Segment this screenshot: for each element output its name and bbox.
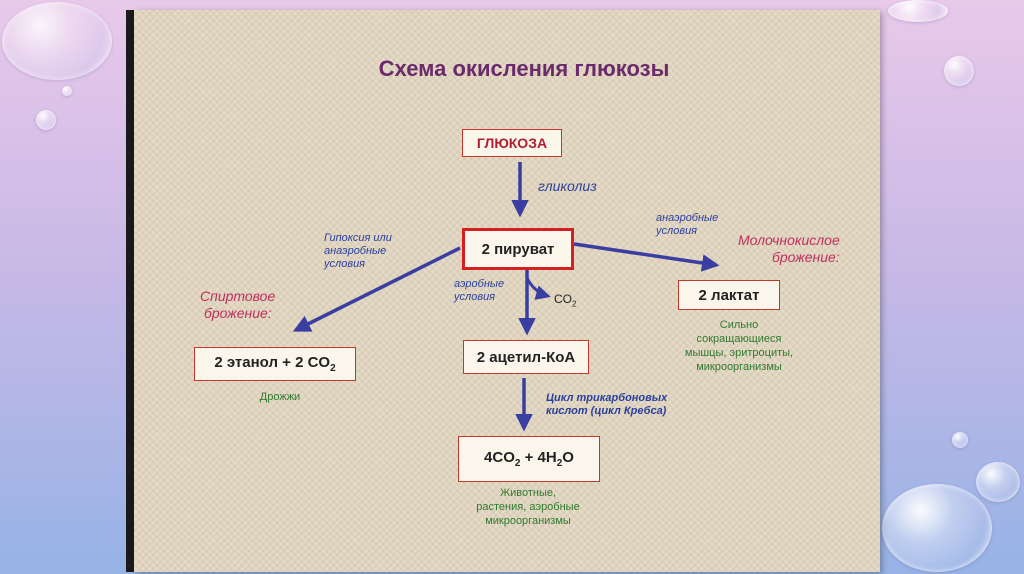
bubble-decoration	[976, 462, 1020, 502]
ethanol-box: 2 этанол + 2 CO2	[194, 347, 356, 381]
bubble-decoration	[888, 0, 948, 22]
ethanol-text: 2 этанол + 2 CO	[214, 354, 331, 371]
anaerobic-right-line-1: анаэробные	[656, 212, 719, 224]
pyruvate-box: 2 пируват	[462, 228, 574, 270]
lactate-org-line-1: Сильно	[719, 319, 759, 331]
lactic-fermentation-label: Молочнокислое брожение:	[732, 232, 840, 266]
hypoxia-label: Гипоксия или анаэробные условия	[324, 232, 392, 271]
hypoxia-line-3: условия	[324, 258, 366, 270]
aerobic-label: аэробные условия	[454, 278, 504, 304]
lactate-box: 2 лактат	[678, 280, 780, 310]
final-subscript-a: 2	[514, 458, 521, 469]
bubble-decoration	[944, 56, 974, 86]
glucose-label: ГЛЮКОЗА	[476, 135, 548, 151]
aerobic-line-1: аэробные	[454, 278, 505, 290]
lactic-line-2: брожение:	[772, 249, 840, 265]
krebs-line-2: кислот (цикл Кребса)	[546, 405, 667, 417]
krebs-label: Цикл трикарбоновых кислот (цикл Кребса)	[546, 392, 667, 418]
slide-left-border	[126, 10, 134, 572]
lactate-label: 2 лактат	[698, 286, 760, 304]
final-organisms-label: Животные, растения, аэробные микрооргани…	[470, 486, 586, 528]
acetyl-label: 2 ацетил-КоА	[476, 348, 576, 366]
yeast-label: Дрожжи	[259, 391, 301, 403]
lactate-org-line-2: сокращающиеся	[696, 333, 782, 345]
final-products-label: 4CO2 + 4H2O	[484, 449, 574, 469]
alcohol-fermentation-label: Спиртовое брожение:	[200, 288, 275, 322]
final-text-c: O	[562, 449, 574, 466]
co2-text: CO	[554, 292, 572, 306]
final-products-box: 4CO2 + 4H2O	[458, 436, 600, 482]
arrow-co2-branch	[525, 277, 551, 300]
hypoxia-line-2: анаэробные	[324, 245, 387, 257]
ethanol-subscript: 2	[330, 363, 336, 374]
krebs-line-1: Цикл трикарбоновых	[546, 392, 668, 404]
final-subscript-b: 2	[556, 458, 563, 469]
glycolysis-label: гликолиз	[538, 178, 597, 194]
final-org-line-1: Животные,	[499, 487, 557, 499]
lactate-org-line-4: микроорганизмы	[696, 361, 782, 373]
slide-title: Схема окисления глюкозы	[378, 56, 670, 81]
acetyl-box: 2 ацетил-КоА	[463, 340, 589, 374]
bubble-decoration	[882, 484, 992, 572]
final-org-line-3: микроорганизмы	[485, 515, 571, 527]
final-text-a: 4CO	[484, 449, 515, 466]
anaerobic-right-line-2: условия	[656, 225, 698, 237]
lactate-org-line-3: мышцы, эритроциты,	[684, 347, 794, 359]
final-text-b: + 4H	[520, 449, 557, 466]
glucose-box: ГЛЮКОЗА	[462, 129, 562, 157]
lactate-organisms-label: Сильно сокращающиеся мышцы, эритроциты, …	[660, 318, 818, 374]
pyruvate-label: 2 пируват	[481, 240, 555, 258]
co2-label: CO2	[554, 292, 576, 308]
co2-subscript: 2	[572, 299, 577, 309]
bubble-decoration	[36, 110, 56, 130]
final-org-line-2: растения, аэробные	[476, 501, 580, 513]
hypoxia-line-1: Гипоксия или	[324, 232, 392, 244]
alcohol-line-1: Спиртовое	[200, 288, 276, 304]
alcohol-line-2: брожение:	[204, 305, 272, 321]
bubble-decoration	[952, 432, 968, 448]
aerobic-line-2: условия	[454, 291, 496, 303]
anaerobic-right-label: анаэробные условия	[656, 212, 718, 238]
ethanol-label: 2 этанол + 2 CO2	[214, 354, 335, 374]
arrow-pyruvate-to-lactate	[573, 242, 720, 272]
lactic-line-1: Молочнокислое	[737, 232, 840, 248]
bubble-decoration	[2, 2, 112, 80]
bubble-decoration	[62, 86, 72, 96]
arrow-pyruvate-to-ethanol	[292, 246, 461, 332]
